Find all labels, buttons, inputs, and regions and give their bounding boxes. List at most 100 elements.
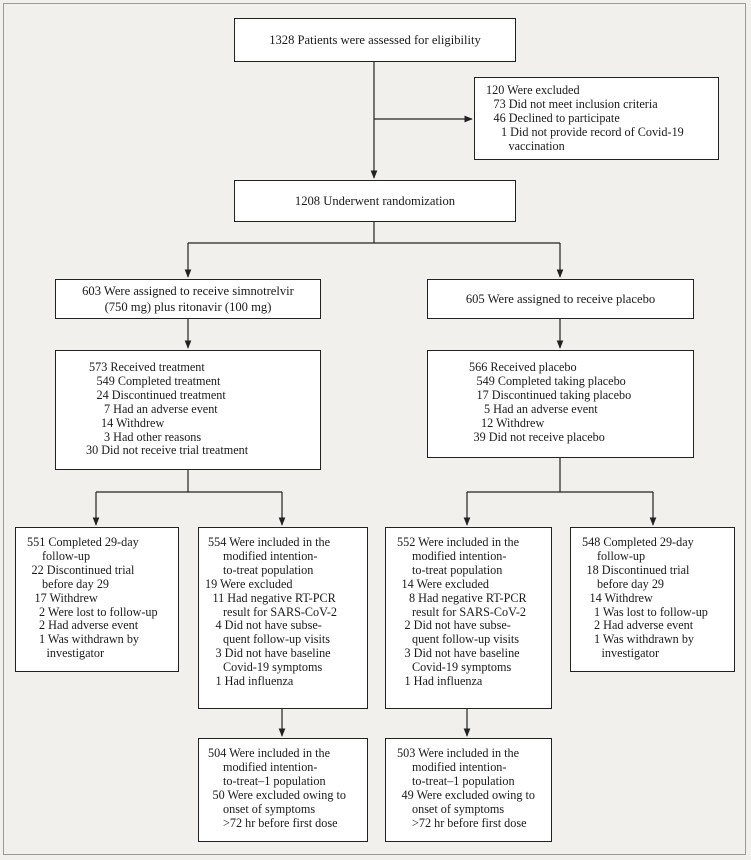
- right-treatment-line: 549 Completed taking placebo: [476, 373, 626, 388]
- right-mitt1-line: 503 Were included in the: [397, 746, 519, 760]
- left-assigned-box: 603 Were assigned to receive simnotrelvi…: [55, 279, 321, 319]
- left-followup-line: 551 Completed 29-day: [27, 535, 139, 549]
- right-mitt1-line: modified intention-: [412, 759, 507, 774]
- right-followup-line: 548 Completed 29-day: [582, 535, 694, 549]
- left-treatment-line: 7 Had an adverse event: [104, 401, 218, 416]
- left-followup-line: follow-up: [42, 548, 91, 563]
- excluded-line: 1 Did not provide record of Covid-19: [501, 124, 684, 139]
- excluded-line: 46 Declined to participate: [493, 110, 620, 125]
- right-treatment-line: 12 Withdrew: [481, 415, 545, 430]
- left-treatment-line: 30 Did not receive trial treatment: [86, 443, 249, 458]
- figure-frame: [3, 3, 746, 855]
- left-mitt-line: 4 Did not have subse-: [215, 618, 322, 633]
- left-mitt-line: quent follow-up visits: [223, 632, 330, 647]
- randomization-text: 1208 Underwent randomization: [294, 194, 456, 208]
- left-followup-line: before day 29: [42, 576, 110, 591]
- right-followup-line: 1 Was lost to follow-up: [594, 604, 708, 619]
- left-followup-line: 2 Were lost to follow-up: [39, 604, 158, 619]
- left-treatment-line: 24 Discontinued treatment: [96, 387, 226, 402]
- left-mitt-line: result for SARS-CoV-2: [223, 604, 337, 619]
- excluded-line: vaccination: [508, 138, 565, 153]
- left-treatment-line: 3 Had other reasons: [104, 429, 202, 444]
- right-mitt-line: 552 Were included in the: [397, 535, 519, 549]
- right-followup-line: 2 Had adverse event: [594, 618, 694, 633]
- left-followup-line: 1 Was withdrawn by: [39, 632, 140, 647]
- right-mitt-line: 14 Were excluded: [401, 576, 489, 591]
- left-mitt-line: modified intention-: [223, 548, 318, 563]
- right-mitt-line: to-treat population: [412, 562, 503, 577]
- right-followup-line: 18 Discontinued trial: [586, 562, 690, 577]
- right-mitt-line: result for SARS-CoV-2: [412, 604, 526, 619]
- left-assigned-text: 603 Were assigned to receive simnotrelvi…: [82, 283, 294, 315]
- right-followup-line: follow-up: [597, 548, 646, 563]
- left-mitt-line: 554 Were included in the: [208, 535, 330, 549]
- right-treatment-line: 566 Received placebo: [469, 360, 577, 374]
- right-treatment-line: 39 Did not receive placebo: [473, 429, 605, 444]
- right-assigned-box: 605 Were assigned to receive placebo: [427, 279, 694, 319]
- left-mitt-line: Covid-19 symptoms: [223, 660, 323, 675]
- right-followup-line: 14 Withdrew: [589, 590, 653, 605]
- right-mitt-line: quent follow-up visits: [412, 632, 519, 647]
- left-followup-line: 17 Withdrew: [34, 590, 98, 605]
- excluded-line: 120 Were excluded: [486, 83, 580, 97]
- excluded-line: 73 Did not meet inclusion criteria: [493, 96, 658, 111]
- left-followup-line: 2 Had adverse event: [39, 618, 139, 633]
- left-mitt-line: 11 Had negative RT-PCR: [212, 590, 336, 605]
- left-mitt1-line: modified intention-: [223, 759, 318, 774]
- left-assigned-line-1: 603 Were assigned to receive simnotrelvi…: [82, 284, 294, 298]
- left-assigned-line-2: (750 mg) plus ritonavir (100 mg): [104, 300, 272, 314]
- left-treatment-line: 14 Withdrew: [101, 415, 165, 430]
- right-mitt1-line: 49 Were excluded owing to: [401, 787, 536, 802]
- left-mitt1-line: >72 hr before first dose: [223, 815, 338, 830]
- left-treatment-line: 573 Received treatment: [89, 360, 205, 374]
- right-followup-line: before day 29: [597, 576, 665, 591]
- right-mitt1-line: >72 hr before first dose: [412, 815, 527, 830]
- left-mitt-line: to-treat population: [223, 562, 314, 577]
- left-mitt1-line: 504 Were included in the: [208, 746, 330, 760]
- right-mitt-line: modified intention-: [412, 548, 507, 563]
- eligibility-box: 1328 Patients were assessed for eligibil…: [234, 18, 516, 62]
- left-mitt-line: 3 Did not have baseline: [215, 646, 331, 661]
- right-mitt1-line: onset of symptoms: [412, 801, 505, 816]
- left-mitt-line: 1 Had influenza: [215, 674, 294, 689]
- right-mitt-line: 1 Had influenza: [404, 674, 483, 689]
- right-mitt-line: 8 Had negative RT-PCR: [409, 590, 527, 605]
- left-mitt-line: 19 Were excluded: [205, 576, 293, 591]
- right-followup-line: 1 Was withdrawn by: [594, 632, 695, 647]
- right-treatment-line: 5 Had an adverse event: [484, 401, 598, 416]
- right-mitt-line: Covid-19 symptoms: [412, 660, 512, 675]
- eligibility-text: 1328 Patients were assessed for eligibil…: [269, 33, 481, 47]
- right-mitt1-line: to-treat–1 population: [412, 773, 515, 788]
- right-followup-line: investigator: [601, 646, 660, 661]
- randomization-box: 1208 Underwent randomization: [234, 180, 516, 222]
- left-followup-line: 22 Discontinued trial: [31, 562, 135, 577]
- left-followup-line: investigator: [46, 646, 105, 661]
- right-assigned-text: 605 Were assigned to receive placebo: [465, 292, 656, 306]
- right-mitt-line: 2 Did not have subse-: [404, 618, 511, 633]
- right-treatment-line: 17 Discontinued taking placebo: [476, 387, 632, 402]
- left-mitt1-line: to-treat–1 population: [223, 773, 326, 788]
- left-mitt1-line: 50 Were excluded owing to: [212, 787, 347, 802]
- left-mitt1-line: onset of symptoms: [223, 801, 316, 816]
- right-mitt-line: 3 Did not have baseline: [404, 646, 520, 661]
